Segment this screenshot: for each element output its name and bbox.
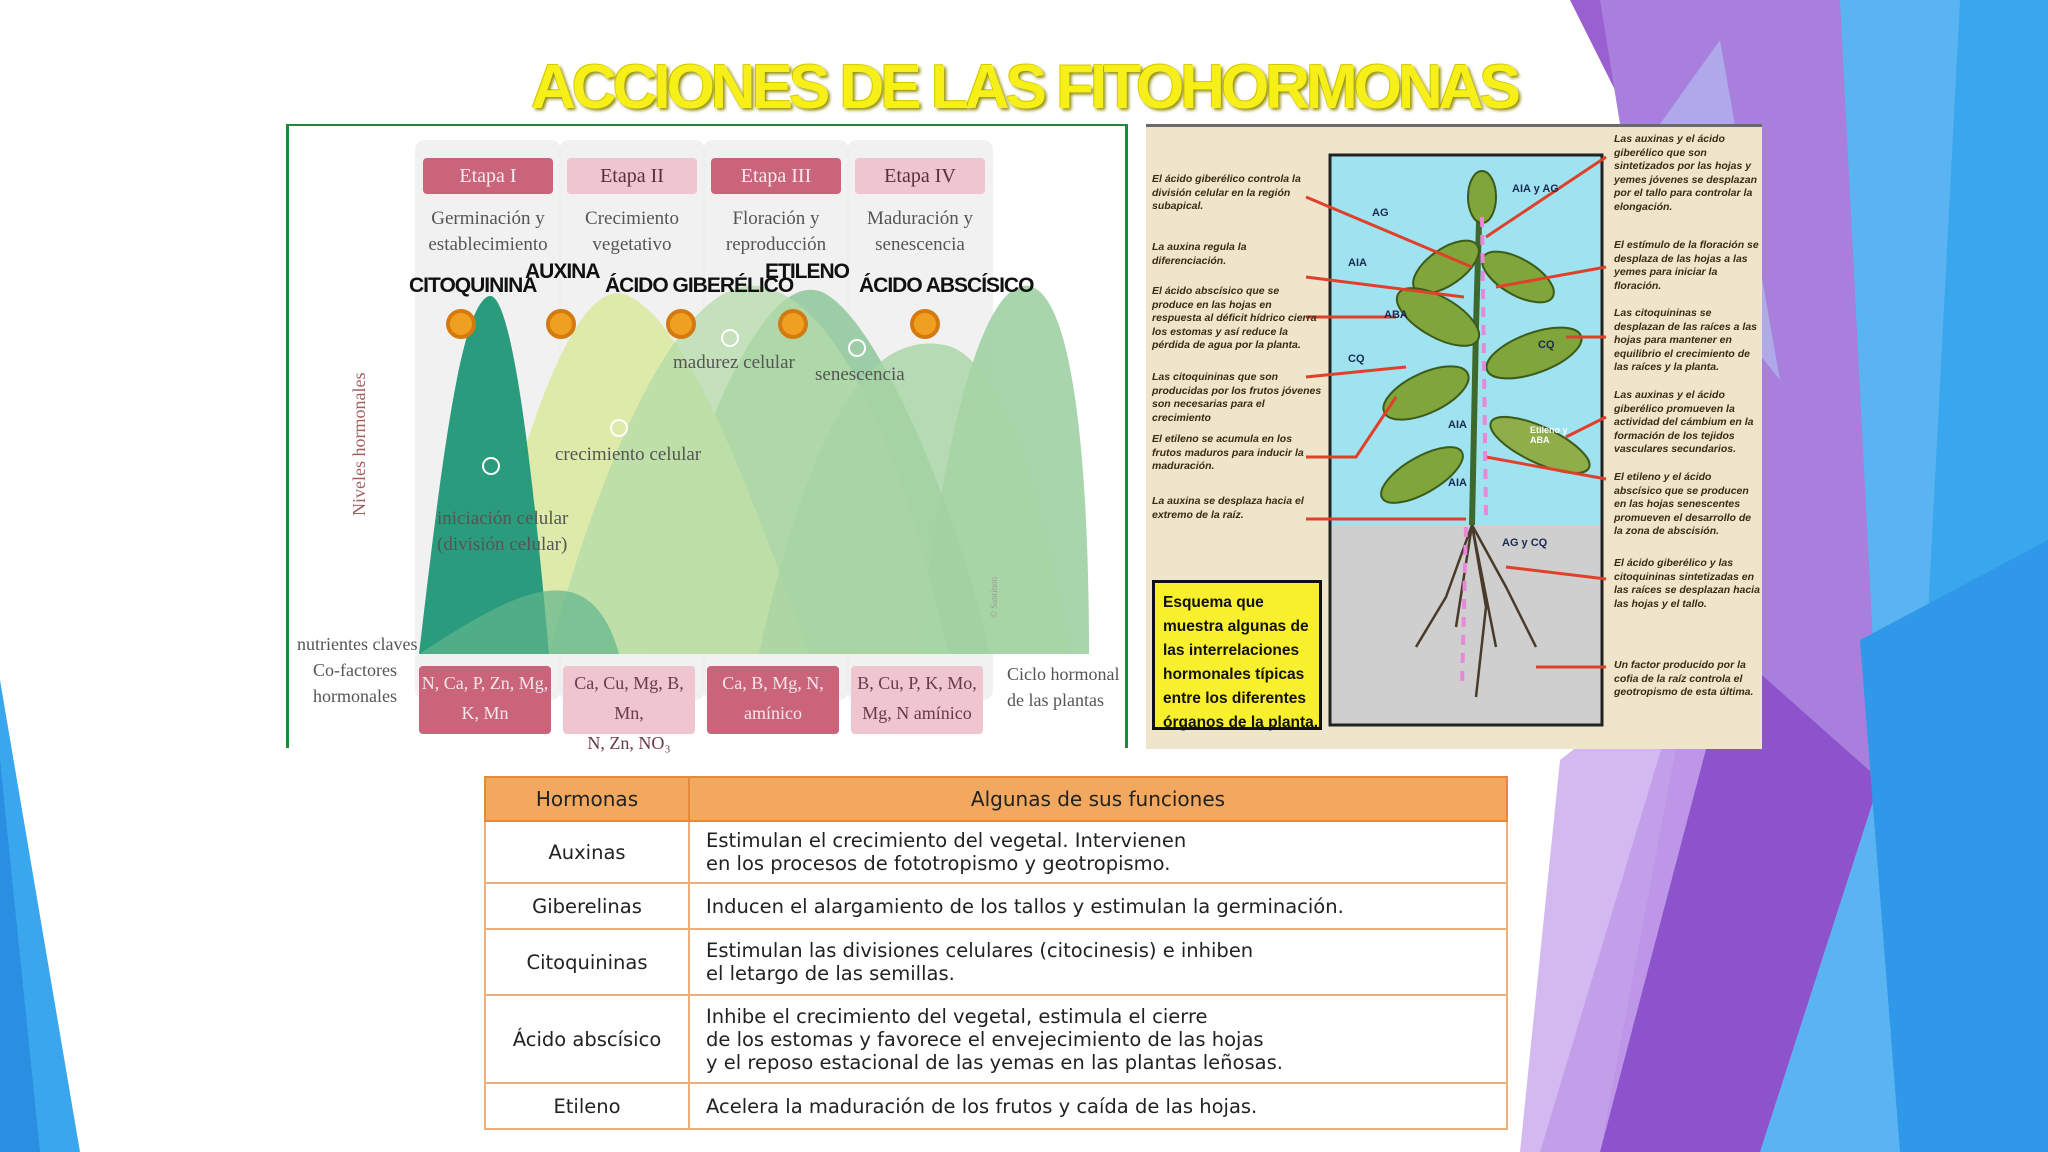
hormone-name: Auxinas xyxy=(484,820,690,884)
hormone-name: Ácido abscísico xyxy=(484,994,690,1084)
stage-desc-4: Maduración y senescencia xyxy=(866,208,974,255)
curve-label-division: (división celular) xyxy=(437,534,568,555)
left-note-4: Las citoquininas que son producidas por … xyxy=(1152,371,1322,424)
column-header-hormonas: Hormonas xyxy=(484,776,690,822)
stage-desc-3: Floración y reproducción xyxy=(725,208,827,255)
function-line: el letargo de las semillas. xyxy=(706,962,955,985)
hormone-cycle-chart: Etapa I Etapa II Etapa III Etapa IV Germ… xyxy=(286,124,1128,753)
column-header-funciones: Algunas de sus funciones xyxy=(688,776,1508,822)
hormone-label-acido-abscisico: ÁCIDO ABSCÍSICO xyxy=(859,274,1034,297)
hormone-function: Acelera la maduración de los frutos y ca… xyxy=(688,1082,1508,1130)
plant-label-aia-1: AIA xyxy=(1348,257,1367,269)
plant-label-cq-1: CQ xyxy=(1348,353,1365,365)
plant-label-cq-2: CQ xyxy=(1538,339,1555,351)
left-note-2: La auxina regula la diferenciación. xyxy=(1152,241,1247,267)
curve-label-madurez: madurez celular xyxy=(673,352,795,373)
table-row: Etileno Acelera la maduración de los fru… xyxy=(484,1082,1508,1130)
hormone-function: Estimulan el crecimiento del vegetal. In… xyxy=(688,820,1508,884)
left-note-6: La auxina se desplaza hacia el extremo d… xyxy=(1152,495,1304,521)
function-line: Inhibe el crecimiento del vegetal, estim… xyxy=(706,1004,1208,1028)
y-axis-label: Niveles hormonales xyxy=(349,372,369,516)
nutrient-line: N, Ca, P, Zn, Mg, xyxy=(421,673,549,693)
stage-label-1: Etapa I xyxy=(423,158,553,194)
nutrient-box-3: Ca, B, Mg, N, amínico xyxy=(707,666,839,734)
right-note-2: El estímulo de la floración se desplaza … xyxy=(1614,239,1759,292)
plant-label-aia-2: AIA xyxy=(1448,419,1467,431)
stage-label-2: Etapa II xyxy=(567,158,697,194)
hormone-label-citoquinina: CITOQUININA xyxy=(409,274,537,297)
nutrient-line: B, Cu, P, K, Mo, xyxy=(857,673,977,693)
hormone-functions-table: Hormonas Algunas de sus funciones Auxina… xyxy=(484,776,1508,1130)
left-note-5: El etileno se acumula en los frutos madu… xyxy=(1152,433,1304,472)
nutrient-box-2: Ca, Cu, Mg, B, Mn, N, Zn, NO₃ xyxy=(563,666,695,753)
function-line: en los procesos de fototropismo y geotro… xyxy=(706,852,1171,875)
cycle-label-1: Ciclo hormonal xyxy=(1007,664,1120,684)
functions-table: Hormonas Algunas de sus funciones Auxina… xyxy=(484,776,1508,1130)
nutrient-line: K, Mn xyxy=(461,703,509,723)
hormone-function: Inducen el alargamiento de los tallos y … xyxy=(688,882,1508,930)
nutrient-line: Ca, Cu, Mg, B, Mn, xyxy=(574,673,684,723)
right-note-6: El ácido giberélico y las citoquininas s… xyxy=(1614,557,1760,610)
plant-diagram-caption: Esquema que muestra algunas de las inter… xyxy=(1152,580,1322,731)
right-note-3: Las citoquininas se desplazan de las raí… xyxy=(1614,307,1758,373)
cycle-label-2: de las plantas xyxy=(1007,690,1104,710)
slide-title: ACCIONES DE LAS FITOHORMONAS xyxy=(531,53,1521,122)
function-line: Inducen el alargamiento de los tallos y … xyxy=(706,894,1344,918)
bottom-label-hormonales: hormonales xyxy=(313,686,397,706)
hormone-label-auxina: AUXINA xyxy=(525,260,601,283)
nutrient-box-4: B, Cu, P, K, Mo, Mg, N amínico xyxy=(851,666,983,734)
function-line: Estimulan las divisiones celulares (cito… xyxy=(706,939,1254,962)
table-row: Giberelinas Inducen el alargamiento de l… xyxy=(484,882,1508,930)
curve-label-senescencia: senescencia xyxy=(815,364,905,385)
stage-desc-2: Crecimiento vegetativo xyxy=(585,208,679,255)
plant-label-aba: ABA xyxy=(1384,309,1408,321)
plant-label-aia-ag: AIA y AG xyxy=(1512,183,1559,195)
bottom-label-cofactores: Co-factores xyxy=(313,660,397,680)
stage-desc-1: Germinación y establecimiento xyxy=(428,208,548,255)
table-row: Auxinas Estimulan el crecimiento del veg… xyxy=(484,820,1508,884)
hormone-name: Citoquininas xyxy=(484,928,690,996)
table-row: Ácido abscísico Inhibe el crecimiento de… xyxy=(484,994,1508,1084)
curve-label-crecimiento: crecimiento celular xyxy=(555,444,702,465)
function-line: y el reposo estacional de las yemas en l… xyxy=(706,1050,1283,1074)
hormone-label-etileno: ETILENO xyxy=(765,260,850,283)
hormone-label-acido-giberelico: ÁCIDO GIBERÉLICO xyxy=(605,274,794,297)
curve-label-iniciacion: iniciación celular xyxy=(437,508,569,529)
hormone-function: Estimulan las divisiones celulares (cito… xyxy=(688,928,1508,996)
function-line: Estimulan el crecimiento del vegetal. In… xyxy=(706,829,1187,852)
right-note-7: Un factor producido por la cofia de la r… xyxy=(1614,659,1754,698)
right-note-4: Las auxinas y el ácido giberélico promue… xyxy=(1614,389,1754,455)
copyright-label: © Santinon xyxy=(989,576,999,618)
table-row: Citoquininas Estimulan las divisiones ce… xyxy=(484,928,1508,996)
plant-hormone-diagram: El ácido giberélico controla la división… xyxy=(1146,124,1762,749)
hormone-function: Inhibe el crecimiento del vegetal, estim… xyxy=(688,994,1508,1084)
right-note-1: Las auxinas y el ácido giberélico que so… xyxy=(1614,133,1757,213)
plant-label-ag: AG xyxy=(1372,207,1389,219)
nutrient-line: Ca, B, Mg, N, xyxy=(722,673,824,693)
stage-label-4: Etapa IV xyxy=(855,158,985,194)
hormone-name: Etileno xyxy=(484,1082,690,1130)
function-line: de los estomas y favorece el envejecimie… xyxy=(706,1027,1264,1051)
hormone-curves xyxy=(419,285,1089,654)
plant-illustration xyxy=(1305,153,1607,727)
plant-label-aia-3: AIA xyxy=(1448,477,1467,489)
nutrient-line: N, Zn, NO₃ xyxy=(587,733,671,753)
function-line: Acelera la maduración de los frutos y ca… xyxy=(706,1094,1258,1118)
left-note-1: El ácido giberélico controla la división… xyxy=(1152,173,1301,212)
nutrient-box-1: N, Ca, P, Zn, Mg, K, Mn xyxy=(419,666,551,734)
plant-label-etileno-aba: Etileno y ABA xyxy=(1530,425,1568,445)
nutrient-line: amínico xyxy=(744,703,802,723)
left-note-3: El ácido abscísico que se produce en las… xyxy=(1152,285,1317,351)
nutrient-line: Mg, N amínico xyxy=(862,703,972,723)
bottom-label-nutrientes: nutrientes claves xyxy=(297,634,418,654)
hormone-name: Giberelinas xyxy=(484,882,690,930)
table-header-row: Hormonas Algunas de sus funciones xyxy=(484,776,1508,822)
plant-label-ag-cq: AG y CQ xyxy=(1502,537,1548,549)
stage-label-3: Etapa III xyxy=(711,158,841,194)
right-note-5: El etileno y el ácido abscísico que se p… xyxy=(1614,471,1752,537)
